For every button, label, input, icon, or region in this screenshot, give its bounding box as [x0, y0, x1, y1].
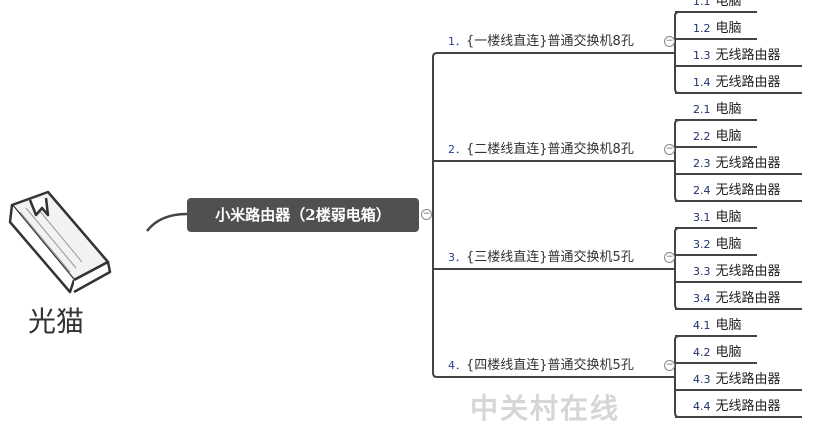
branch-label: {一楼线直连}普通交换机8孔 [466, 34, 634, 49]
branch-topic[interactable]: 3．{三楼线直连}普通交换机5孔 [448, 250, 634, 266]
leaf-number: 3.2 [693, 238, 711, 251]
root-node[interactable]: 小米路由器（2楼弱电箱） [187, 198, 419, 232]
leaf-topic[interactable]: 4.2 电脑 [693, 345, 742, 361]
leaf-number: 4.3 [693, 373, 711, 386]
leaf-label: 无线路由器 [715, 291, 781, 306]
leaf-label: 电脑 [715, 21, 742, 36]
leaf-topic[interactable]: 2.3 无线路由器 [693, 156, 781, 172]
leaf-topic[interactable]: 4.4 无线路由器 [693, 399, 781, 415]
book-icon [8, 190, 112, 294]
leaf-label: 电脑 [715, 345, 742, 360]
leaf-label: 无线路由器 [715, 48, 781, 63]
branch-number: 4． [448, 359, 466, 372]
leaf-topic[interactable]: 3.4 无线路由器 [693, 291, 781, 307]
branch-label: {四楼线直连}普通交换机5孔 [466, 358, 634, 373]
collapse-toggle-icon[interactable]: − [664, 360, 675, 371]
branch-topic[interactable]: 4．{四楼线直连}普通交换机5孔 [448, 358, 634, 374]
leaf-number: 4.4 [693, 400, 711, 413]
leaf-topic[interactable]: 2.1 电脑 [693, 102, 742, 118]
leaf-label: 无线路由器 [715, 264, 781, 279]
leaf-label: 无线路由器 [715, 183, 781, 198]
leaf-number: 1.1 [693, 0, 711, 8]
leaf-topic[interactable]: 1.4 无线路由器 [693, 75, 781, 91]
leaf-number: 4.2 [693, 346, 711, 359]
leaf-topic[interactable]: 1.2 电脑 [693, 21, 742, 37]
leaf-label: 电脑 [715, 318, 742, 333]
branch-number: 3． [448, 251, 466, 264]
leaf-number: 1.4 [693, 76, 711, 89]
leaf-label: 无线路由器 [715, 372, 781, 387]
collapse-toggle-icon[interactable]: − [421, 209, 432, 220]
collapse-toggle-icon[interactable]: − [664, 252, 675, 263]
leaf-topic[interactable]: 4.1 电脑 [693, 318, 742, 334]
branch-number: 2． [448, 143, 466, 156]
leaf-label: 电脑 [715, 210, 742, 225]
leaf-label: 电脑 [715, 102, 742, 117]
branch-label: {三楼线直连}普通交换机5孔 [466, 250, 634, 265]
leaf-number: 3.3 [693, 265, 711, 278]
leaf-topic[interactable]: 3.3 无线路由器 [693, 264, 781, 280]
leaf-number: 2.3 [693, 157, 711, 170]
leaf-number: 2.1 [693, 103, 711, 116]
leaf-number: 2.4 [693, 184, 711, 197]
leaf-topic[interactable]: 4.3 无线路由器 [693, 372, 781, 388]
leaf-topic[interactable]: 3.1 电脑 [693, 210, 742, 226]
branch-topic[interactable]: 2．{二楼线直连}普通交换机8孔 [448, 142, 634, 158]
leaf-number: 3.4 [693, 292, 711, 305]
leaf-label: 电脑 [715, 129, 742, 144]
collapse-toggle-icon[interactable]: − [664, 144, 675, 155]
collapse-toggle-icon[interactable]: − [664, 36, 675, 47]
leaf-label: 电脑 [715, 237, 742, 252]
leaf-topic[interactable]: 1.3 无线路由器 [693, 48, 781, 64]
branch-topic[interactable]: 1．{一楼线直连}普通交换机8孔 [448, 34, 634, 50]
watermark: 中关村在线 [470, 392, 621, 425]
leaf-topic[interactable]: 1.1 电脑 [693, 0, 742, 10]
leaf-label: 电脑 [715, 0, 742, 9]
branch-number: 1． [448, 35, 466, 48]
leaf-label: 无线路由器 [715, 399, 781, 414]
branch-label: {二楼线直连}普通交换机8孔 [466, 142, 634, 157]
leaf-number: 4.1 [693, 319, 711, 332]
leaf-number: 1.2 [693, 22, 711, 35]
leaf-label: 无线路由器 [715, 75, 781, 90]
leaf-number: 3.1 [693, 211, 711, 224]
leaf-number: 2.2 [693, 130, 711, 143]
leaf-number: 1.3 [693, 49, 711, 62]
leaf-label: 无线路由器 [715, 156, 781, 171]
leaf-topic[interactable]: 3.2 电脑 [693, 237, 742, 253]
central-topic-label[interactable]: 光猫 [28, 305, 85, 338]
leaf-topic[interactable]: 2.2 电脑 [693, 129, 742, 145]
leaf-topic[interactable]: 2.4 无线路由器 [693, 183, 781, 199]
